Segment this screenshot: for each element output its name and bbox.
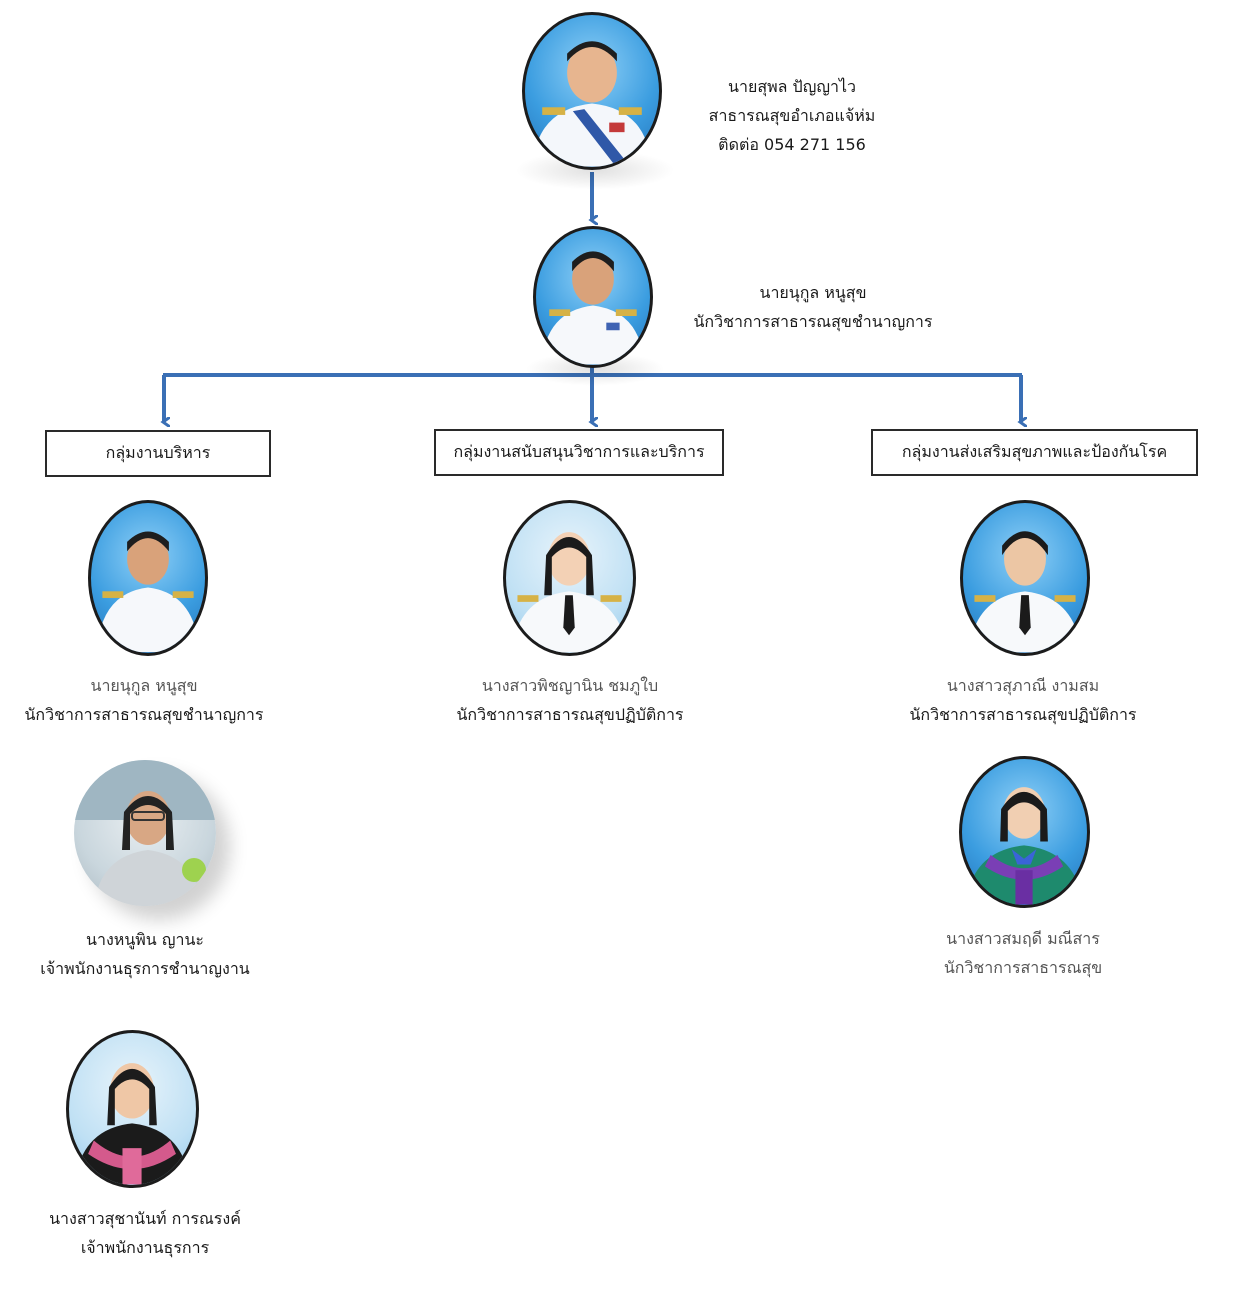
person-silhouette-icon xyxy=(532,41,652,167)
person-silhouette-icon xyxy=(965,787,1084,905)
member-title: นักวิชาการสาธารณสุข xyxy=(943,958,1103,977)
member-title: เจ้าพนักงานธุรการ xyxy=(80,1238,210,1257)
member-caption: นางสาวพิชญานิน ชมภูใบ นักวิชาการสาธารณสุ… xyxy=(452,671,688,729)
group-label: กลุ่มงานบริหาร xyxy=(105,443,211,462)
group-box-support: กลุ่มงานสนับสนุนวิชาการและบริการ xyxy=(434,429,724,476)
head-title: สาธารณสุขอำเภอแจ้ห่ม xyxy=(708,106,876,125)
head-name: นายสุพล ปัญญาไว xyxy=(728,77,856,96)
group-box-health: กลุ่มงานส่งเสริมสุขภาพและป้องกันโรค xyxy=(871,429,1198,476)
member-caption: นางหนูพิน ญานะ เจ้าพนักงานธุรการชำนาญงาน xyxy=(30,925,260,983)
member-title: นักวิชาการสาธารณสุขปฏิบัติการ xyxy=(456,705,684,724)
member-portrait xyxy=(88,500,208,656)
deputy-name: นายนุกูล หนูสุข xyxy=(759,283,867,302)
member-name: นางสาวพิชญานิน ชมภูใบ xyxy=(481,676,659,695)
group-label: กลุ่มงานสนับสนุนวิชาการและบริการ xyxy=(453,442,705,461)
member-portrait xyxy=(503,500,636,656)
person-silhouette-icon xyxy=(74,760,216,906)
member-caption: นางสาวสมฤดี มณีสาร นักวิชาการสาธารณสุข xyxy=(905,924,1141,982)
person-silhouette-icon xyxy=(968,531,1082,653)
member-title: เจ้าพนักงานธุรการชำนาญงาน xyxy=(40,959,250,978)
group-label: กลุ่มงานส่งเสริมสุขภาพและป้องกันโรค xyxy=(901,442,1168,461)
deputy-portrait xyxy=(533,226,653,368)
person-silhouette-icon xyxy=(96,531,200,653)
member-name: นางสาวสมฤดี มณีสาร xyxy=(946,929,1100,948)
member-portrait xyxy=(74,760,216,906)
deputy-title: นักวิชาการสาธารณสุขชำนาญการ xyxy=(693,312,933,331)
member-title: นักวิชาการสาธารณสุขชำนาญการ xyxy=(24,705,264,724)
person-silhouette-icon xyxy=(541,251,645,365)
member-portrait xyxy=(66,1030,199,1188)
member-name: นางหนูพิน ญานะ xyxy=(86,930,204,949)
deputy-caption: นายนุกูล หนูสุข นักวิชาการสาธารณสุขชำนาญ… xyxy=(690,278,936,336)
member-caption: นางสาวสุภาณี งามสม นักวิชาการสาธารณสุขปฏ… xyxy=(905,671,1141,729)
member-caption: นายนุกูล หนูสุข นักวิชาการสาธารณสุขชำนาญ… xyxy=(24,671,264,729)
head-contact: ติดต่อ 054 271 156 xyxy=(718,135,866,154)
member-portrait xyxy=(960,500,1090,656)
member-portrait xyxy=(959,756,1090,908)
member-caption: นางสาวสุชานันท์ การณรงค์ เจ้าพนักงานธุรก… xyxy=(30,1204,260,1262)
member-name: นายนุกูล หนูสุข xyxy=(90,676,198,695)
person-silhouette-icon xyxy=(511,532,628,653)
group-box-admin: กลุ่มงานบริหาร xyxy=(45,430,271,477)
person-silhouette-icon xyxy=(74,1063,191,1185)
head-portrait xyxy=(522,12,662,170)
member-name: นางสาวสุชานันท์ การณรงค์ xyxy=(49,1209,241,1228)
member-title: นักวิชาการสาธารณสุขปฏิบัติการ xyxy=(909,705,1137,724)
member-name: นางสาวสุภาณี งามสม xyxy=(946,676,1100,695)
head-caption: นายสุพล ปัญญาไว สาธารณสุขอำเภอแจ้ห่ม ติด… xyxy=(692,72,892,159)
